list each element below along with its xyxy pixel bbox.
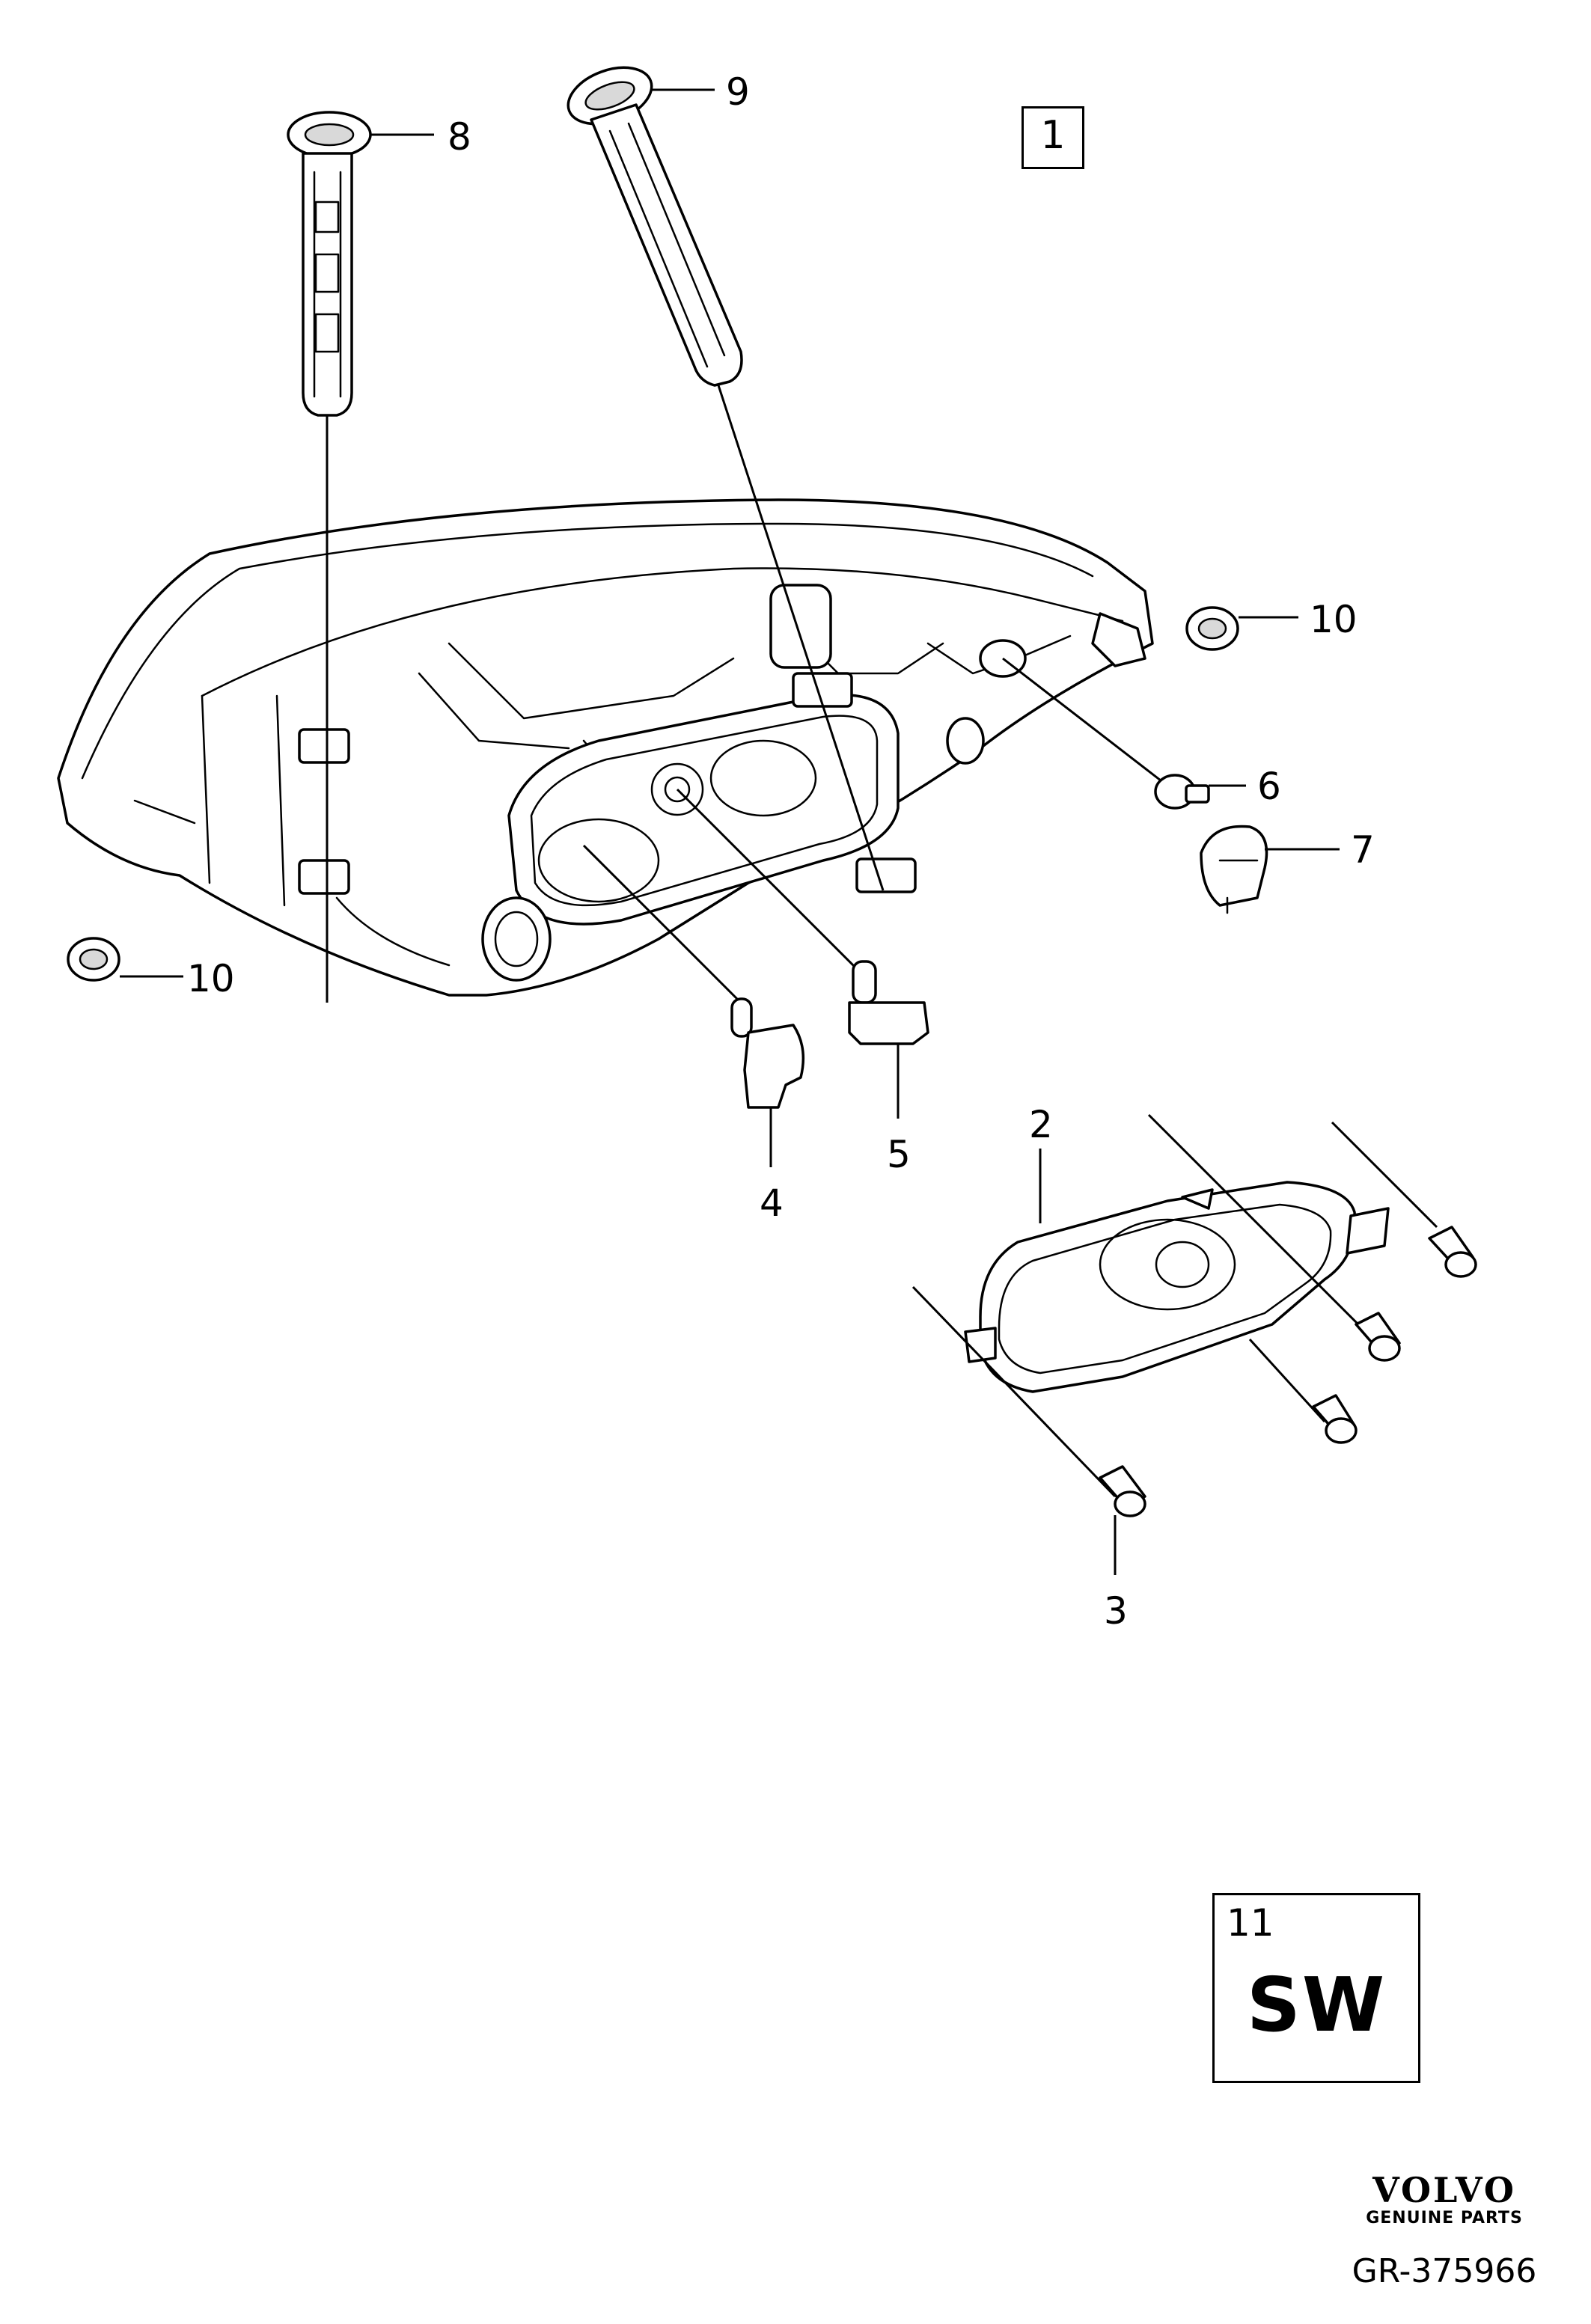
variant-number: 11 bbox=[1227, 1901, 1274, 1945]
callout-2: 2 bbox=[1029, 1103, 1053, 1146]
leader-lines bbox=[120, 88, 1340, 978]
callout-6: 6 bbox=[1257, 765, 1281, 808]
bulb-4 bbox=[582, 844, 805, 1167]
bulb-holder-7 bbox=[1200, 825, 1268, 914]
callout-labels: 8 9 10 10 6 7 2 4 5 3 bbox=[187, 70, 1375, 1633]
grommet-10-upper bbox=[1185, 606, 1239, 651]
adjuster-clip-9 bbox=[567, 66, 885, 891]
callout-4: 4 bbox=[760, 1181, 784, 1225]
callout-7: 7 bbox=[1351, 828, 1375, 872]
callout-10-upper: 10 bbox=[1310, 598, 1358, 641]
fog-lamp-2 bbox=[964, 1149, 1390, 1393]
variant-code: SW bbox=[1246, 1961, 1387, 2049]
callout-10-lower: 10 bbox=[187, 957, 235, 1000]
headlamp-housing bbox=[57, 498, 1154, 997]
screws-3 bbox=[911, 1113, 1477, 1575]
callout-5: 5 bbox=[887, 1133, 911, 1176]
bulb-5 bbox=[676, 788, 929, 1119]
grommet-10-lower bbox=[67, 937, 120, 982]
reference-number: 1 bbox=[1040, 113, 1066, 158]
callout-9: 9 bbox=[726, 70, 750, 114]
reference-number-box: 1 bbox=[1022, 106, 1084, 169]
callout-8: 8 bbox=[448, 115, 471, 159]
adjuster-clip-8 bbox=[287, 111, 372, 1003]
callout-3: 3 bbox=[1104, 1589, 1128, 1633]
brand-tagline: GENUINE PARTS bbox=[1366, 2209, 1523, 2227]
bulb-6 bbox=[1002, 657, 1210, 810]
brand-logo: VOLVO GENUINE PARTS bbox=[1332, 2170, 1557, 2227]
brand-logo-text: VOLVO bbox=[1372, 2170, 1516, 2210]
diagram-id: GR-375966 bbox=[1352, 2252, 1537, 2290]
variant-box: 11 SW bbox=[1212, 1893, 1420, 2083]
